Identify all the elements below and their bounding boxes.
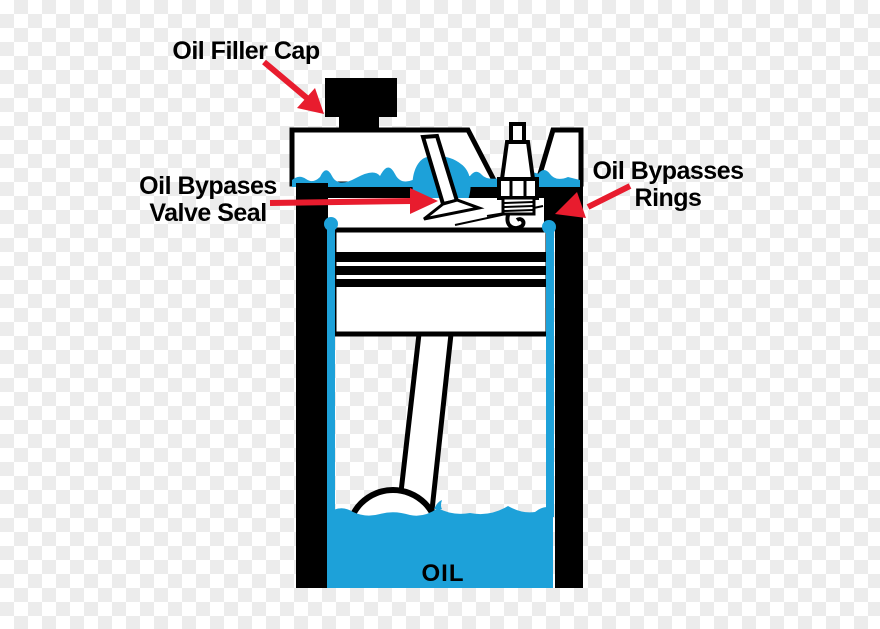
valve-seal-label-line2: Valve Seal [149,199,267,227]
cylinder-wall-right [555,228,583,588]
oil-sump-label: OIL [388,560,498,587]
rings-label-line1: Oil Bypasses [592,157,744,185]
oil-drip-right-wall [542,220,556,517]
filler-cap-arrow [262,59,324,114]
spark-plug-hex [497,177,539,200]
spark-plug-thread-line [503,201,534,204]
rings-label: Oil Bypasses Rings [578,158,758,212]
oil-sump-label-text: OIL [421,560,465,587]
piston-ring-middle [330,266,552,275]
oil-filler-cap-label-text: Oil Filler Cap [172,37,320,65]
spark-plug-thread-line [503,209,534,212]
piston-ring-top [330,252,552,262]
spark-plug-insulator [499,140,536,181]
oil-sump [328,506,553,588]
cylinder-wall-left [296,183,328,588]
oil-filler-cap-label: Oil Filler Cap [168,38,324,65]
valve-seal-arrow [269,188,438,214]
piston-ring-bottom [330,279,552,287]
spark-plug [497,122,539,231]
oil-filler-cap-top [325,78,397,117]
arrow-head [297,88,324,114]
spark-plug-thread-line [503,205,534,208]
oil-splash [434,500,442,509]
oil-drip-line [546,227,554,517]
valve-head [423,198,485,221]
spark-plug-terminal [509,122,526,144]
oil-drip-left-wall [324,217,338,588]
arrow-shaft [269,198,413,206]
rings-arrow [555,183,632,218]
arrow-head [555,192,586,218]
spark-plug-electrode [505,214,526,231]
valve-seal-label: Oil Bypases Valve Seal [115,173,301,227]
oil-filler-cap [325,78,397,129]
arrow-head [410,188,438,214]
arrow-shaft [262,59,310,102]
connecting-rod [398,331,454,515]
valve-seal-label-line1: Oil Bypases [139,172,277,200]
oil-drip-line [327,224,335,588]
arrow-shaft [586,183,632,210]
oil-filler-cap-neck [339,117,379,129]
rings-label-line2: Rings [634,184,702,212]
